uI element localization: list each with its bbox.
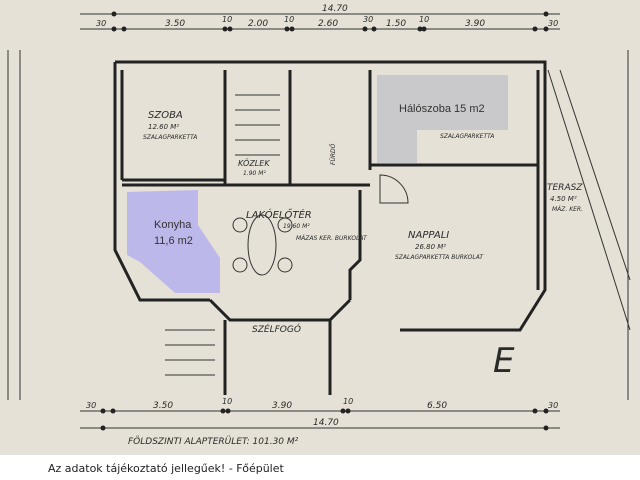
- room-terasz-name: TERASZ: [547, 183, 583, 193]
- dim-label: 3.90: [272, 401, 292, 411]
- room-lakoelotert-name: LAKÓELŐTÉR: [246, 207, 312, 221]
- konyha-overlay: [127, 190, 220, 293]
- room-szoba-name: SZOBA: [148, 110, 183, 121]
- dim-label: 30: [548, 401, 558, 410]
- haloszoba-label: Hálószoba 15 m2: [399, 103, 485, 115]
- dimension-dots: [100, 11, 549, 431]
- floor-plan-svg: 14.70 30 3.50 10 2.00 10 2.60 30 1.50 10…: [7, 4, 631, 447]
- room-lakoelotert-area: 19.60 M²: [283, 223, 310, 230]
- stair-lines: [165, 69, 631, 376]
- floor-area-label: FÖLDSZINTI ALAPTERÜLET: 101.30 M²: [128, 436, 299, 447]
- room-nappali-area: 26.80 M²: [415, 243, 446, 251]
- north-arrow-icon: E: [493, 341, 515, 381]
- room-szelfogo-name: SZÉLFOGÓ: [252, 323, 301, 335]
- walls: [113, 60, 547, 395]
- room-kozlek-area: 1.90 M²: [243, 170, 266, 177]
- room-terasz-floor: MÁZ. KER.: [552, 206, 583, 213]
- dim-label: 3.90: [465, 19, 485, 29]
- dim-label: 30: [86, 401, 96, 410]
- room-lakoelotert-floor: MÁZAS KER. BURKOLAT: [296, 235, 368, 242]
- dim-label: 10: [284, 15, 294, 24]
- dim-label: 30: [548, 19, 558, 28]
- dim-label: 30: [363, 15, 373, 24]
- top-total-dim: 14.70: [322, 4, 348, 14]
- room-nappali-floor: SZALAGPARKETTA BURKOLAT: [395, 254, 484, 261]
- haloszoba-overlay: [377, 75, 508, 163]
- caption: Az adatok tájékoztató jellegűek! - Főépü…: [48, 462, 284, 475]
- dim-label: 1.50: [386, 19, 406, 29]
- room-terasz-area: 4.50 M²: [550, 195, 577, 203]
- dim-label: 30: [96, 19, 106, 28]
- bottom-total-dim: 14.70: [313, 418, 339, 428]
- dim-label: 6.50: [427, 401, 447, 411]
- room-halo-floor: SZALAGPARKETTA: [440, 133, 494, 140]
- room-furdo-name: FÜRDŐ: [330, 143, 337, 165]
- dimension-lines: [7, 13, 629, 429]
- konyha-area: 11,6 m2: [154, 235, 193, 247]
- dim-label: 3.50: [165, 19, 185, 29]
- room-kozlek-name: KÖZLEK: [238, 158, 270, 168]
- dim-label: 2.00: [248, 19, 268, 29]
- dim-label: 10: [343, 397, 353, 406]
- dim-label: 10: [222, 15, 232, 24]
- dim-label: 10: [222, 397, 232, 406]
- room-nappali-name: NAPPALI: [408, 230, 449, 241]
- floor-plan-drawing: 14.70 30 3.50 10 2.00 10 2.60 30 1.50 10…: [0, 0, 640, 455]
- room-szoba-floor: SZALAGPARKETTA: [143, 134, 197, 141]
- room-szoba-area: 12.60 M²: [148, 123, 179, 131]
- konyha-label: Konyha: [154, 219, 192, 231]
- dim-label: 10: [419, 15, 429, 24]
- dim-label: 3.50: [153, 401, 173, 411]
- dim-label: 2.60: [318, 19, 338, 29]
